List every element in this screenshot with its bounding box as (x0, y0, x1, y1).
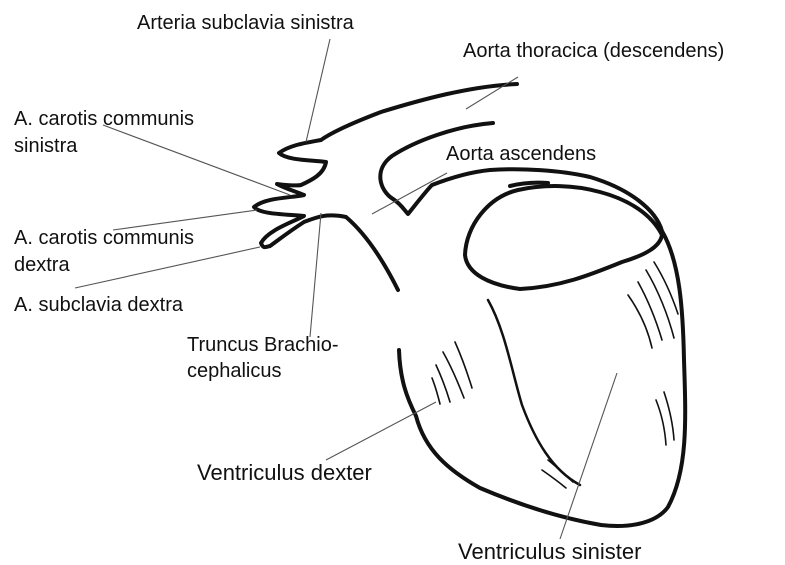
aortic-arch-outline (254, 84, 517, 290)
label-ventriculus-dexter: Ventriculus dexter (197, 461, 372, 486)
label-a-carotis-communis-sinistra: A. carotis communis sinistra (14, 108, 194, 158)
shading-right-ventricle (432, 342, 573, 488)
label-a-carotis-communis-dextra: A. carotis communis dextra (14, 227, 194, 277)
label-truncus-line2: cephalicus (187, 360, 339, 382)
label-aorta-ascendens: Aorta ascendens (446, 143, 596, 165)
label-a-carotis-communis-dextra-line1: A. carotis communis (14, 227, 194, 249)
ventricle-groove (488, 300, 580, 485)
label-truncus-line1: Truncus Brachio- (187, 334, 339, 356)
label-a-subclavia-dextra: A. subclavia dextra (14, 294, 183, 316)
label-aorta-thoracica: Aorta thoracica (descendens) (463, 40, 724, 62)
label-a-carotis-communis-sinistra-line2: sinistra (14, 135, 194, 157)
label-a-carotis-communis-sinistra-line1: A. carotis communis (14, 108, 194, 130)
shading-left-ventricle (628, 262, 678, 445)
label-ventriculus-sinister: Ventriculus sinister (458, 540, 641, 565)
label-truncus-brachiocephalicus: Truncus Brachio- cephalicus (187, 334, 339, 383)
atrium-oval (465, 186, 662, 289)
label-a-carotis-communis-dextra-line2: dextra (14, 254, 194, 276)
label-arteria-subclavia-sinistra: Arteria subclavia sinistra (137, 12, 354, 34)
